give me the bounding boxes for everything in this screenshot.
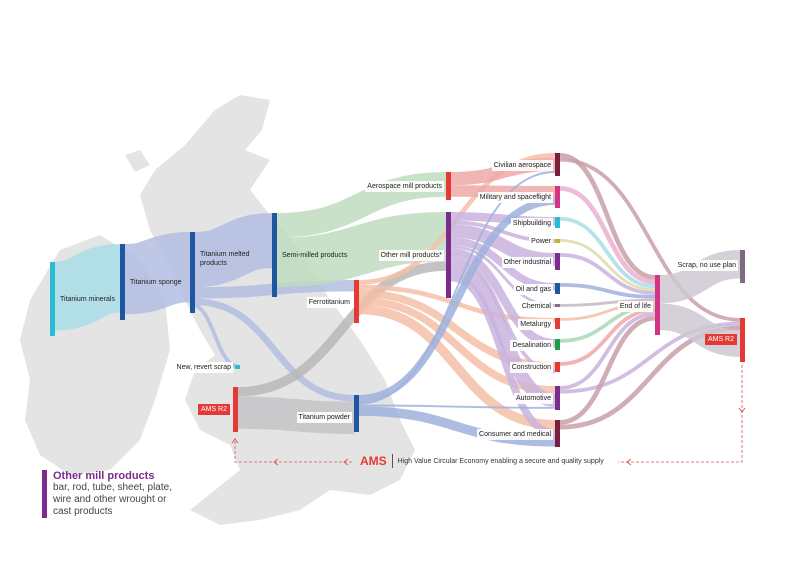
node-label-aeromill: Aerospace mill products (365, 181, 444, 192)
link-military-to-eol (559, 186, 656, 285)
node-amsr (740, 318, 745, 362)
node-label-desal: Desalination (510, 339, 553, 351)
link-civil-to-amsr (559, 157, 741, 322)
link-othermill-to-desal (450, 248, 556, 348)
arrow-up-icon (231, 438, 239, 444)
node-semi (272, 213, 277, 297)
arrow-down-icon (738, 407, 746, 413)
node-label-ship: Shipbuilding (510, 217, 553, 229)
footer-tagline: High Value Circular Economy enabling a s… (397, 457, 604, 465)
node-chem (555, 304, 560, 307)
node-label-military: Military and spaceflight (477, 192, 553, 203)
link-otherind-to-eol (559, 253, 656, 295)
link-oil-to-eol (559, 283, 656, 299)
node-oil (555, 283, 560, 294)
link-powder-to-military (358, 197, 556, 403)
node-label-sponge: Titanium sponge (130, 279, 182, 286)
arrow-left-icon (626, 458, 632, 466)
arrow-left-icon (343, 458, 349, 466)
ams-footer: AMS High Value Circular Economy enabling… (360, 454, 604, 468)
link-chem-to-eol (559, 298, 656, 307)
node-label-power: Power (529, 236, 553, 247)
link-melted-to-powder (194, 298, 355, 402)
link-powder-to-auto (358, 404, 556, 409)
node-consumer (555, 420, 560, 447)
node-label-noplan: Scrap, no use plan (675, 259, 738, 271)
ams-logo: AMS (360, 454, 393, 468)
node-othermill (446, 212, 451, 298)
arrow-left-icon (273, 458, 279, 466)
node-sponge (120, 244, 125, 320)
node-aeromill (446, 172, 451, 200)
link-auto-to-eol (559, 312, 656, 390)
node-label-othermill: Other mill products* (378, 250, 444, 261)
link-melted-to-semi (193, 213, 274, 288)
legend: Other mill products bar, rod, tube, shee… (42, 470, 183, 518)
sankey-nodes (50, 153, 745, 447)
link-amsl-to-othermill (237, 261, 447, 397)
node-metal (555, 318, 560, 329)
node-label-amsr: AMS R2 (704, 334, 737, 345)
link-sponge-to-melted (123, 232, 192, 315)
node-minerals (50, 262, 55, 336)
link-consumer-to-eol (559, 315, 656, 425)
node-label-otherind: Other industrial (501, 256, 553, 268)
loop-dashed-line (234, 365, 743, 463)
node-label-ferro: Ferrotitanium (306, 296, 352, 308)
node-power (555, 239, 560, 243)
node-label-consumer: Consumer and medical (477, 428, 553, 440)
node-label-civil: Civilian aerospace (491, 159, 553, 171)
node-auto (555, 386, 560, 410)
link-minerals-to-sponge (53, 244, 122, 331)
node-label-auto: Automotive (513, 393, 553, 404)
node-amsl (233, 387, 238, 432)
link-power-to-eol (559, 239, 656, 292)
shetland-shape (125, 150, 150, 172)
link-ship-to-eol (559, 217, 656, 289)
node-scrap (235, 365, 240, 369)
link-aeromill-to-military (450, 185, 556, 198)
node-label-amsl: AMS R2 (197, 403, 230, 415)
node-label-minerals: Titanium minerals (60, 296, 115, 303)
link-semi-to-othermill (276, 212, 447, 288)
legend-title: Other mill products (53, 470, 155, 482)
node-eol (655, 275, 660, 335)
link-powder-to-civil (358, 171, 556, 405)
link-powder-to-consumer (358, 406, 556, 447)
node-label-metal: Metalurgy (518, 318, 553, 330)
node-ship (555, 217, 560, 228)
node-civil (555, 153, 560, 176)
legend-description: bar, rod, tube, sheet, plate, wire and o… (53, 482, 172, 517)
link-civil-to-eol (559, 153, 656, 280)
node-noplan (740, 250, 745, 283)
node-constr (555, 362, 560, 372)
node-label-oil: Oil and gas (513, 283, 553, 295)
link-ferro-to-consumer (358, 304, 556, 430)
node-powder (354, 395, 359, 432)
circular-loop-arrows (231, 365, 746, 466)
node-otherind (555, 253, 560, 270)
node-desal (555, 339, 560, 350)
node-label-semi: Semi-milled products (282, 252, 348, 259)
node-label-chem: Chemical (519, 300, 553, 312)
node-military (555, 186, 560, 208)
node-label-constr: Construction (509, 362, 553, 373)
node-label-scrap: New, revert scrap (174, 362, 233, 373)
node-ferro (354, 280, 359, 323)
link-constr-to-eol (559, 308, 656, 366)
node-label-melted: Titanium melted products (200, 250, 250, 267)
node-label-powder: Titanium powder (296, 411, 352, 423)
node-label-eol: End of life (617, 301, 653, 312)
node-melted (190, 232, 195, 313)
